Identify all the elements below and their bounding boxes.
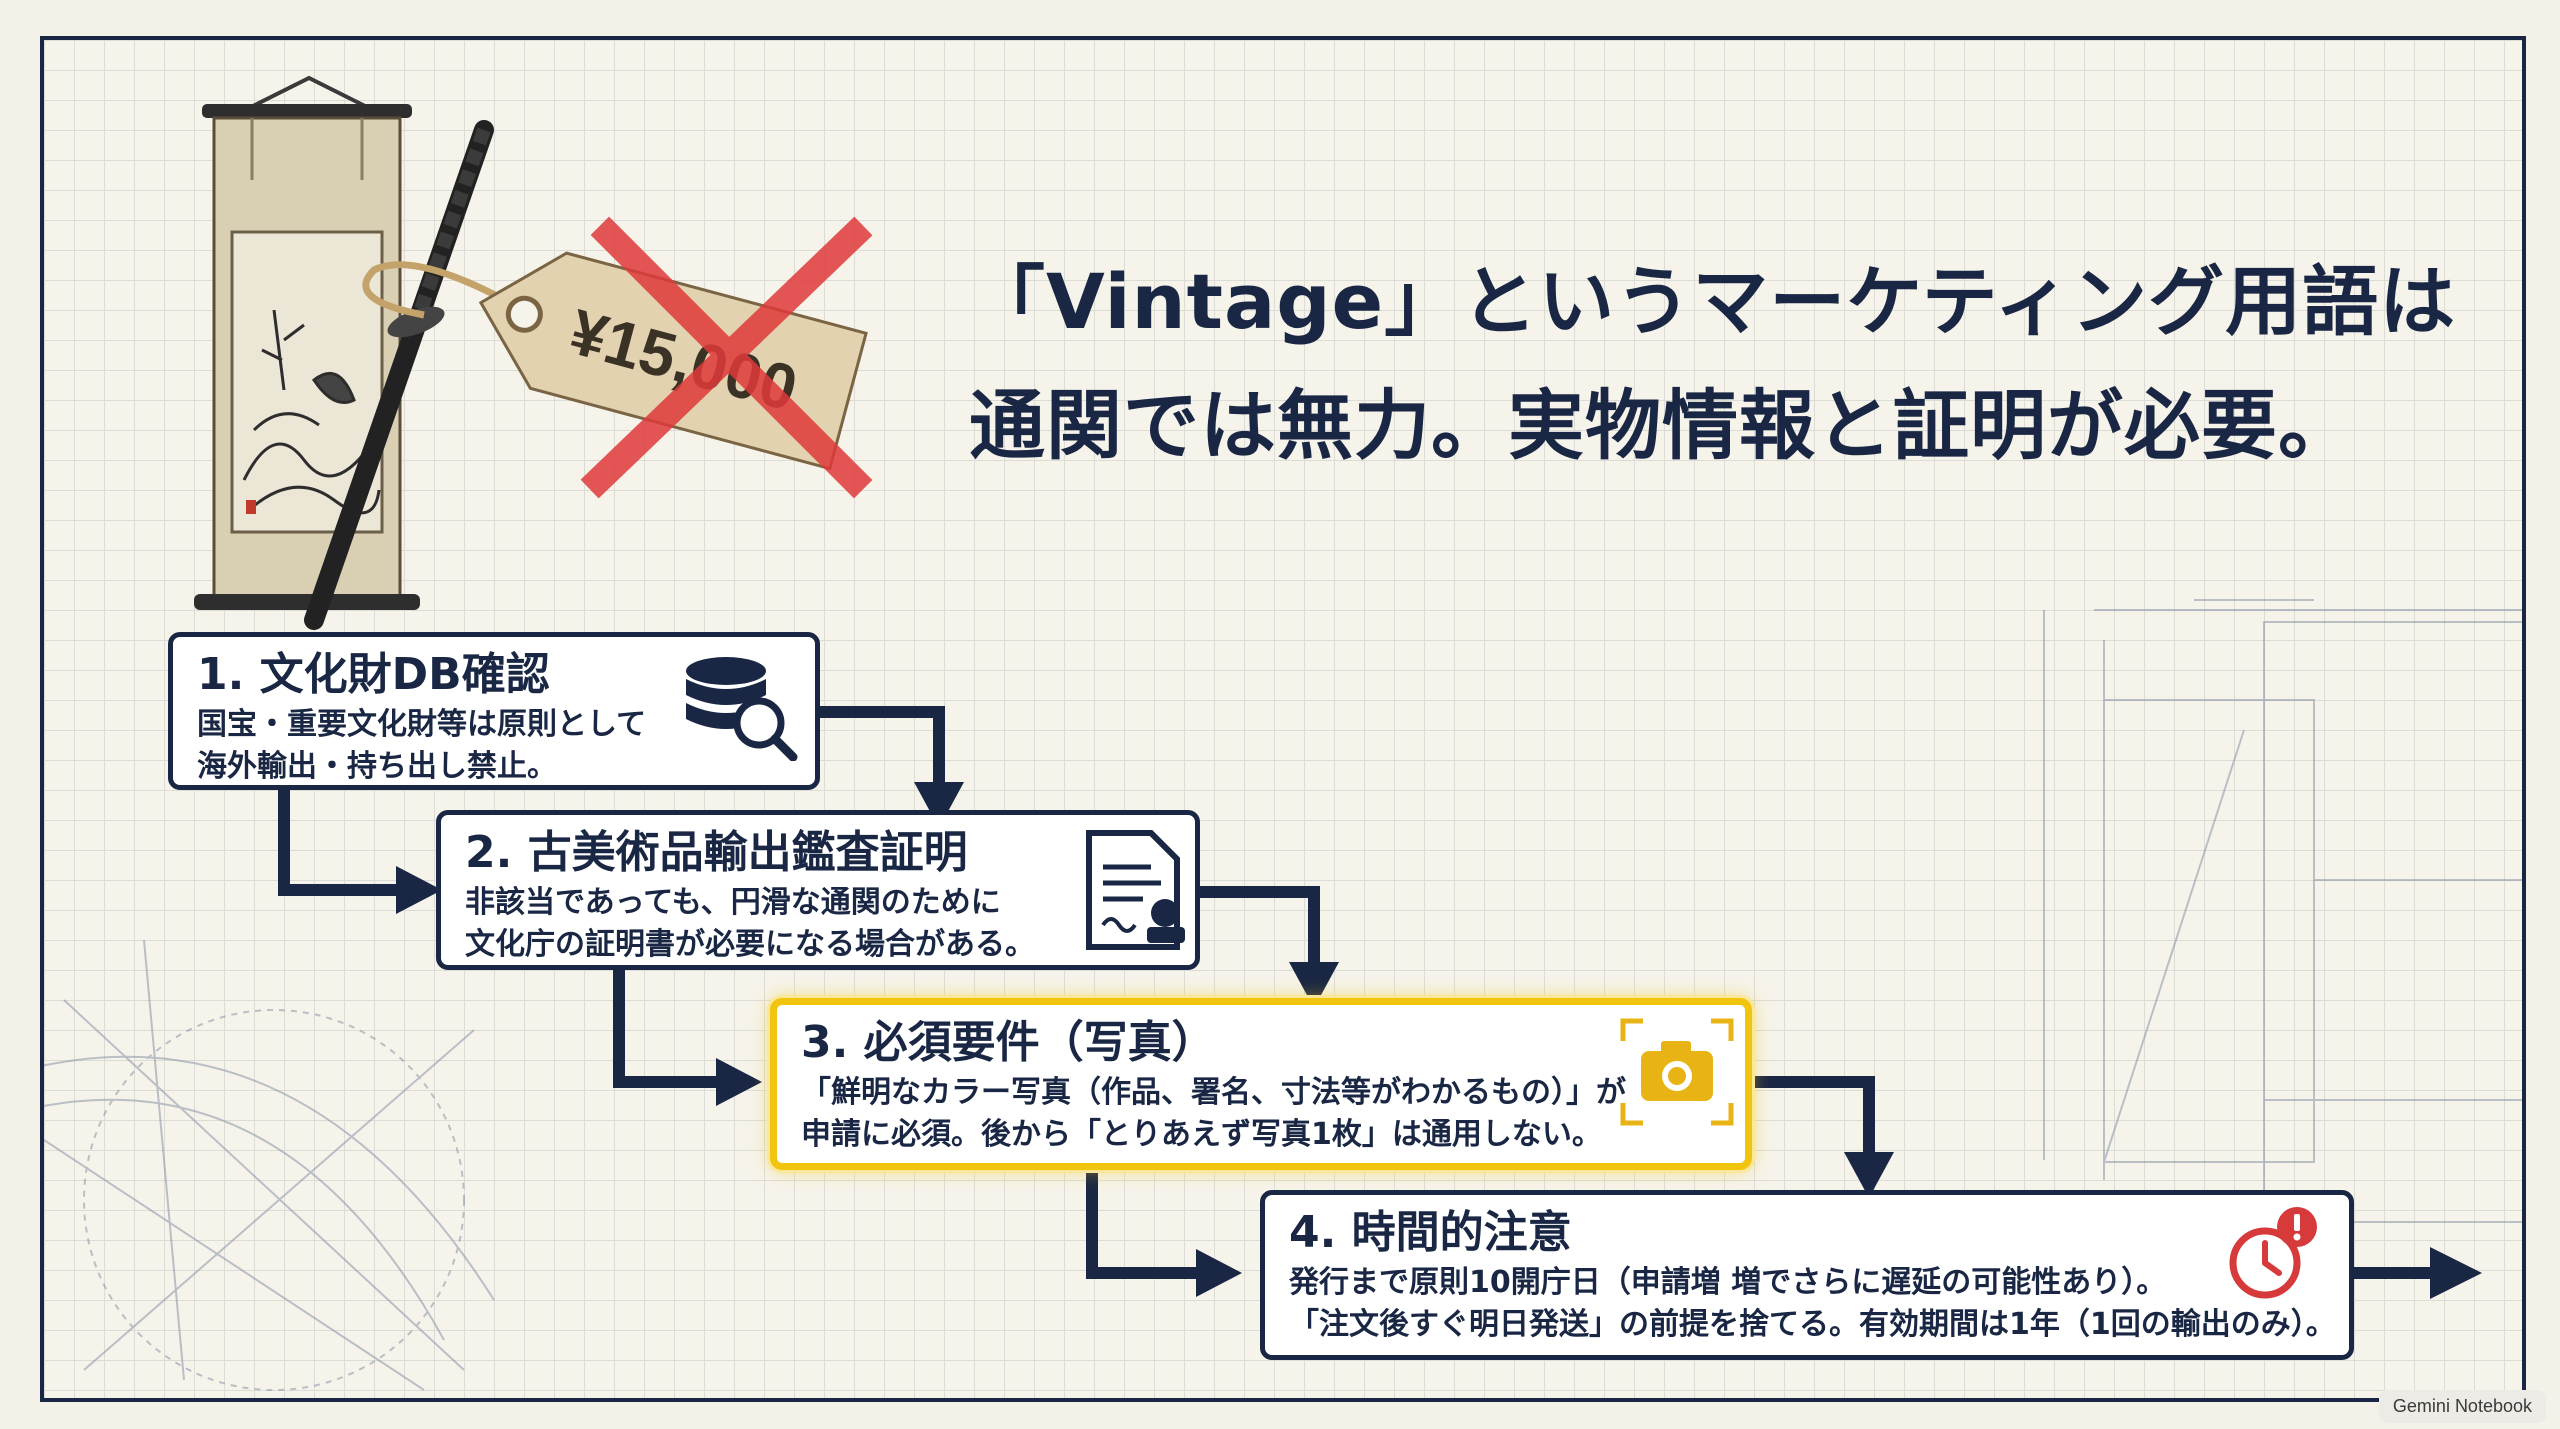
step-1-line-2: 海外輸出・持ち出し禁止。 <box>197 749 557 784</box>
headline-line-1: 「Vintage」というマーケティング用語は <box>969 257 2457 346</box>
step-4-line-1: 発行まで原則10開庁日（申請増 増でさらに遅延の可能性あり）。 <box>1289 1265 2167 1300</box>
diagram-lines <box>44 599 2522 1391</box>
tag-string <box>362 261 516 319</box>
step-card-3: 3. 必須要件（写真） 「鮮明なカラー写真（作品、署名、寸法等がわかるもの）」が… <box>770 998 1752 1170</box>
scroll-top-rod <box>202 104 412 118</box>
step-card-1: 1. 文化財DB確認 国宝・重要文化財等は原則として 海外輸出・持ち出し禁止。 <box>168 632 820 790</box>
step-4-line-2: 「注文後すぐ明日発送」の前提を捨てる。有効期間は1年（1回の輸出のみ）。 <box>1289 1307 2336 1342</box>
clock-alert-icon <box>2229 1207 2317 1299</box>
ink-landscape <box>242 309 381 515</box>
blueprint-sketch <box>2043 599 2522 1223</box>
arrow-heads <box>396 782 2482 1299</box>
certificate-document-icon <box>1086 830 1185 950</box>
scroll-katana-illustration: ¥15,000 <box>194 75 873 630</box>
cross-out-mark <box>580 216 873 499</box>
step-2-line-2: 文化庁の証明書が必要になる場合がある。 <box>465 927 1035 962</box>
compass-sketch <box>44 939 495 1391</box>
headline-line-2: 通関では無力。実物情報と証明が必要。 <box>969 381 2355 470</box>
step-card-4: 4. 時間的注意 発行まで原則10開庁日（申請増 増でさらに遅延の可能性あり）。… <box>1260 1190 2354 1360</box>
camera-icon <box>1620 1018 1734 1126</box>
slide-frame: ¥15,000 「Vintage」というマーケティング用語は 通関では無力。実物… <box>40 36 2526 1402</box>
step-3-title: 3. 必須要件（写真） <box>801 1017 1216 1068</box>
step-2-title: 2. 古美術品輸出鑑査証明 <box>465 827 968 878</box>
step-4-title: 4. 時間的注意 <box>1289 1207 1572 1258</box>
headline: 「Vintage」というマーケティング用語は 通関では無力。実物情報と証明が必要… <box>969 240 2522 488</box>
watermark-badge: Gemini Notebook <box>2378 1390 2546 1423</box>
step-3-line-2: 申請に必須。後から「とりあえず写真1枚」は通用しない。 <box>801 1117 1602 1152</box>
step-1-title: 1. 文化財DB確認 <box>197 649 550 700</box>
scroll-string <box>248 75 370 110</box>
step-card-2: 2. 古美術品輸出鑑査証明 非該当であっても、円滑な通関のために 文化庁の証明書… <box>436 810 1200 970</box>
step-1-line-1: 国宝・重要文化財等は原則として <box>197 707 647 742</box>
katana <box>304 120 494 630</box>
flow-arrows <box>278 706 2434 1279</box>
watermark-text: Gemini Notebook <box>2392 1396 2532 1416</box>
database-search-icon <box>686 657 798 761</box>
seal-stamp <box>246 500 256 514</box>
step-3-line-1: 「鮮明なカラー写真（作品、署名、寸法等がわかるもの）」が <box>801 1075 1626 1110</box>
step-2-line-1: 非該当であっても、円滑な通関のために <box>465 885 1001 920</box>
scroll-bottom-rod <box>194 594 420 610</box>
